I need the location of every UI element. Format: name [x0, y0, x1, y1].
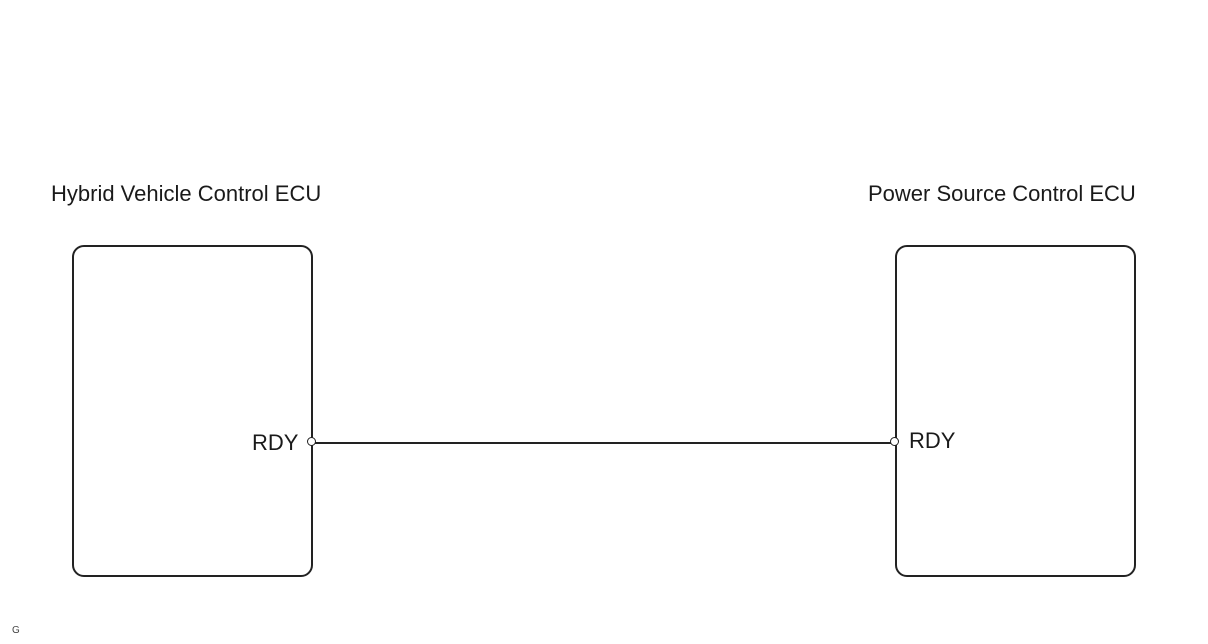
hybrid-vehicle-control-ecu-box: [72, 245, 313, 577]
power-source-control-ecu-title: Power Source Control ECU: [868, 181, 1136, 206]
right-rdy-pin-label: RDY: [909, 428, 956, 453]
diagram-corner-mark: G: [12, 625, 20, 636]
rdy-connection-wire: [313, 442, 896, 444]
hybrid-vehicle-control-ecu-title: Hybrid Vehicle Control ECU: [51, 181, 322, 206]
left-rdy-pin-label: RDY: [252, 430, 299, 455]
right-rdy-terminal-icon: [890, 437, 899, 446]
power-source-control-ecu-box: [895, 245, 1136, 577]
left-rdy-terminal-icon: [307, 437, 316, 446]
